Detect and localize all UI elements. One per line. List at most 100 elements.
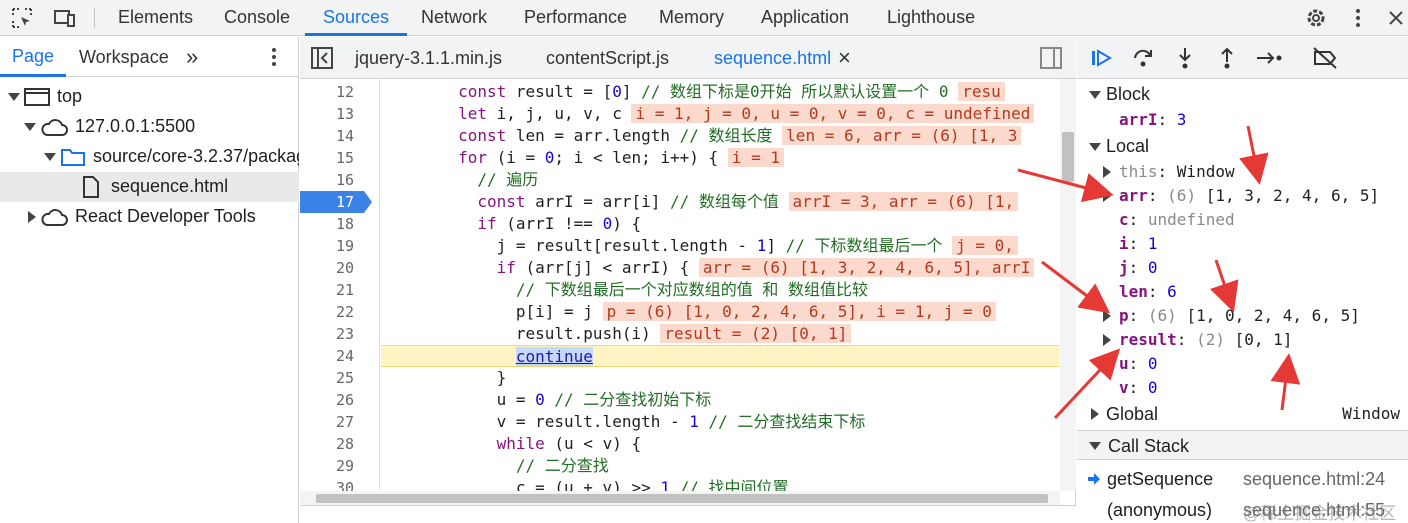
step-icon[interactable] (1255, 44, 1283, 72)
line-number[interactable]: 22 (335, 303, 354, 321)
expand-var-arrow-icon[interactable] (1103, 334, 1111, 346)
tree-item-file-selected[interactable]: sequence.html (0, 172, 299, 202)
tab-application[interactable]: Application (761, 7, 850, 27)
expand-arrow-icon[interactable] (1089, 442, 1101, 450)
line-number[interactable]: 18 (335, 215, 354, 233)
scope-block-header[interactable]: Block (1077, 82, 1408, 106)
deactivate-breakpoints-icon[interactable] (1311, 44, 1339, 72)
expand-arrow-icon[interactable] (1089, 143, 1101, 151)
code-line[interactable]: v = result.length - 1 // 二分查找结束下标 (381, 411, 1059, 433)
tab-elements[interactable]: Elements (118, 7, 194, 27)
code-line[interactable]: const len = arr.length // 数组长度 len = 6, … (381, 125, 1059, 147)
vertical-scroll-thumb[interactable] (1062, 132, 1074, 182)
tree-item-top[interactable]: top (0, 82, 299, 112)
scope-var-c[interactable]: c: undefined (1119, 210, 1235, 229)
line-number[interactable]: 12 (335, 83, 354, 101)
expand-arrow-icon[interactable] (24, 123, 36, 131)
tab-memory[interactable]: Memory (659, 7, 725, 27)
toggle-navigator-icon[interactable] (310, 37, 334, 79)
code-line[interactable]: const arrI = arr[i] // 数组每个值 arrI = 3, a… (381, 191, 1059, 213)
line-number[interactable]: 23 (335, 325, 354, 343)
line-number[interactable]: 27 (335, 413, 354, 431)
scope-var-arrI[interactable]: arrI: 3 (1119, 110, 1187, 129)
scope-var-u[interactable]: u: 0 (1119, 354, 1158, 373)
line-number[interactable]: 24 (335, 347, 354, 365)
code-line[interactable]: } (381, 367, 1059, 389)
line-number[interactable]: 25 (335, 369, 354, 387)
code-line[interactable]: while (u < v) { (381, 433, 1059, 455)
line-number[interactable]: 29 (335, 457, 354, 475)
navigator-menu-icon[interactable] (268, 37, 280, 77)
expand-var-arrow-icon[interactable] (1103, 190, 1111, 202)
scope-var-this[interactable]: this: Window (1077, 160, 1408, 184)
code-line[interactable]: // 遍历 (381, 169, 1059, 191)
line-number[interactable]: 28 (335, 435, 354, 453)
line-number[interactable]: 16 (335, 171, 354, 189)
settings-gear-icon[interactable] (1302, 4, 1330, 32)
line-number[interactable]: 19 (335, 237, 354, 255)
expand-arrow-icon[interactable] (1089, 91, 1101, 99)
more-options-icon[interactable] (1344, 4, 1372, 32)
close-devtools-icon[interactable] (1382, 4, 1408, 32)
code-line[interactable]: const result = [0] // 数组下标是0开始 所以默认设置一个 … (381, 81, 1059, 103)
device-toolbar-icon[interactable] (50, 4, 78, 32)
code-line[interactable]: result.push(i) result = (2) [0, 1] (381, 323, 1059, 345)
expand-var-arrow-icon[interactable] (1103, 166, 1111, 178)
breakpoint-line-number[interactable]: 17 (300, 191, 372, 213)
line-number[interactable]: 20 (335, 259, 354, 277)
call-stack-header[interactable]: Call Stack (1077, 430, 1408, 460)
tab-workspace[interactable]: Workspace (79, 47, 169, 67)
resume-icon[interactable] (1087, 44, 1115, 72)
line-number[interactable]: 13 (335, 105, 354, 123)
code-line[interactable]: u = 0 // 二分查找初始下标 (381, 389, 1059, 411)
toggle-debugger-icon[interactable] (1040, 37, 1062, 79)
code-view[interactable]: const result = [0] // 数组下标是0开始 所以默认设置一个 … (381, 79, 1059, 491)
tab-page[interactable]: Page (0, 37, 67, 77)
code-line[interactable]: p[i] = j p = (6) [1, 0, 2, 4, 6, 5], i =… (381, 301, 1059, 323)
code-line-paused[interactable]: continue (381, 345, 1059, 367)
inspect-element-icon[interactable] (8, 4, 36, 32)
tab-performance[interactable]: Performance (524, 7, 628, 27)
code-line[interactable]: let i, j, u, v, c i = 1, j = 0, u = 0, v… (381, 103, 1059, 125)
code-line[interactable]: // 二分查找 (381, 455, 1059, 477)
file-tab-jquery[interactable]: jquery-3.1.1.min.js (355, 48, 503, 68)
more-tabs-chevron-icon[interactable]: » (186, 44, 199, 69)
tab-lighthouse[interactable]: Lighthouse (887, 7, 976, 27)
code-line[interactable]: // 下数组最后一个对应数组的值 和 数组值比较 (381, 279, 1059, 301)
scope-var-i[interactable]: i: 1 (1119, 234, 1158, 253)
tree-item-extension[interactable]: React Developer Tools (0, 202, 299, 232)
expand-var-arrow-icon[interactable] (1103, 310, 1111, 322)
expand-arrow-icon[interactable] (8, 93, 20, 101)
close-tab-icon[interactable]: × (838, 45, 851, 70)
call-frame[interactable]: (anonymous) sequence.html:55 (1107, 500, 1386, 520)
scope-var-arr[interactable]: arr: (6) [1, 3, 2, 4, 6, 5] (1077, 184, 1408, 208)
code-line[interactable]: if (arr[j] < arrI) { arr = (6) [1, 3, 2,… (381, 257, 1059, 279)
scope-var-p[interactable]: p: (6) [1, 0, 2, 4, 6, 5] (1077, 304, 1408, 328)
scope-global-header[interactable]: Global Window (1077, 402, 1408, 426)
file-tab-contentscript[interactable]: contentScript.js (546, 48, 670, 68)
step-over-icon[interactable] (1129, 44, 1157, 72)
code-line[interactable]: j = result[result.length - 1] // 下标数组最后一… (381, 235, 1059, 257)
tab-sources[interactable]: Sources (305, 0, 408, 36)
collapsed-arrow-icon[interactable] (1091, 408, 1099, 420)
code-line[interactable]: c = (u + v) >> 1 // 找中间位置 (381, 477, 1059, 491)
call-frame-current[interactable]: getSequence sequence.html:24 (1077, 464, 1408, 494)
file-tab-sequence[interactable]: sequence.html (714, 48, 832, 68)
line-number[interactable]: 26 (335, 391, 354, 409)
horizontal-scroll-thumb[interactable] (316, 494, 1048, 503)
expand-arrow-icon[interactable] (44, 153, 56, 161)
line-number[interactable]: 21 (335, 281, 354, 299)
scope-var-result[interactable]: result: (2) [0, 1] (1077, 328, 1408, 352)
scope-local-header[interactable]: Local (1077, 134, 1408, 158)
step-out-icon[interactable] (1213, 44, 1241, 72)
code-line[interactable]: for (i = 0; i < len; i++) { i = 1 (381, 147, 1059, 169)
scope-var-len[interactable]: len: 6 (1119, 282, 1177, 301)
scope-var-v[interactable]: v: 0 (1119, 378, 1158, 397)
tree-item-folder[interactable]: source/core-3.2.37/packages (0, 142, 299, 172)
line-number[interactable]: 15 (335, 149, 354, 167)
tab-network[interactable]: Network (421, 7, 488, 27)
tab-console[interactable]: Console (224, 7, 291, 27)
step-into-icon[interactable] (1171, 44, 1199, 72)
collapsed-arrow-icon[interactable] (28, 211, 36, 223)
